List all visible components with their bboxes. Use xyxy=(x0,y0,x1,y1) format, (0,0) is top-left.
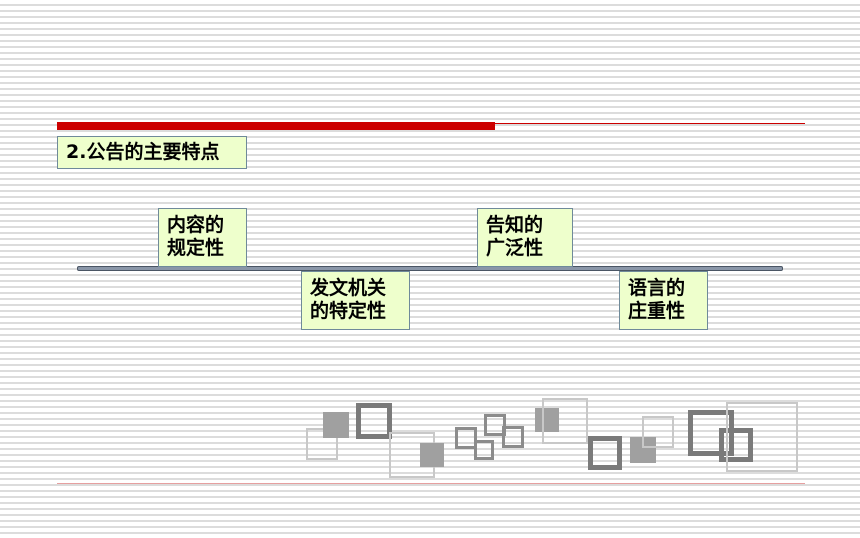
footer-rule xyxy=(57,483,805,484)
deco-square xyxy=(474,440,494,460)
feature-3-line-1: 告知的 xyxy=(486,214,544,236)
deco-square xyxy=(535,408,559,432)
timeline-bar xyxy=(77,266,783,271)
feature-4-line-1: 语言的 xyxy=(628,277,686,299)
feature-3-line-2: 广泛性 xyxy=(486,237,544,259)
feature-box-4: 语言的庄重性 xyxy=(619,271,708,330)
feature-4-line-2: 庄重性 xyxy=(628,300,686,322)
deco-square xyxy=(726,402,798,472)
feature-1-line-1: 内容的 xyxy=(167,214,225,236)
deco-square xyxy=(688,410,734,456)
slide-title: 2.公告的主要特点 xyxy=(57,136,247,169)
header-bar-thick xyxy=(57,122,495,130)
deco-square xyxy=(542,398,588,444)
deco-square xyxy=(420,443,444,467)
deco-square xyxy=(356,403,392,439)
feature-1-line-2: 规定性 xyxy=(167,237,225,259)
deco-square xyxy=(484,414,506,436)
feature-box-2: 发文机关的特定性 xyxy=(301,271,410,330)
feature-2-line-2: 的特定性 xyxy=(310,300,387,322)
deco-square xyxy=(719,428,753,462)
deco-square xyxy=(642,416,674,448)
deco-square xyxy=(502,426,524,448)
deco-square xyxy=(455,427,477,449)
feature-2-line-1: 发文机关 xyxy=(310,277,387,299)
deco-square xyxy=(588,436,622,470)
feature-box-3: 告知的广泛性 xyxy=(477,208,573,267)
deco-square xyxy=(306,428,338,460)
header-bar-thin xyxy=(495,123,805,124)
feature-box-1: 内容的规定性 xyxy=(158,208,247,267)
deco-square xyxy=(323,412,349,438)
